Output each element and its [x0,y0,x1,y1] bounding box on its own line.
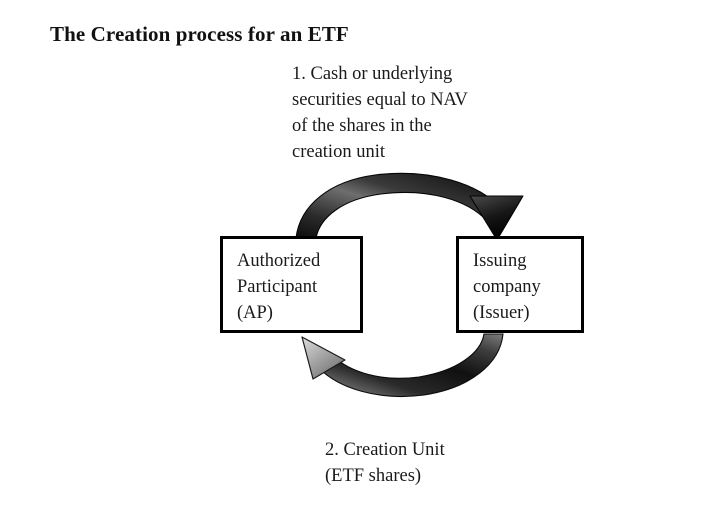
arrow-ap-to-issuer-head [469,195,524,241]
node-issuing-company-label: Issuing company (Issuer) [473,251,541,323]
arrow-issuer-to-ap [301,333,504,398]
step-1-annotation: 1. Cash or underlying securities equal t… [292,64,468,162]
step-2-annotation: 2. Creation Unit (ETF shares) [325,440,445,486]
arrow-issuer-to-ap-head [301,336,346,380]
arrow-issuer-to-ap-body [319,333,504,398]
arrow-ap-to-issuer-body [295,172,502,239]
node-issuing-company[interactable]: Issuing company (Issuer) [456,236,584,333]
node-authorized-participant[interactable]: Authorized Participant (AP) [220,236,363,333]
page-title: The Creation process for an ETF [50,22,349,46]
node-authorized-participant-label: Authorized Participant (AP) [237,251,321,323]
arrow-ap-to-issuer [295,172,524,241]
